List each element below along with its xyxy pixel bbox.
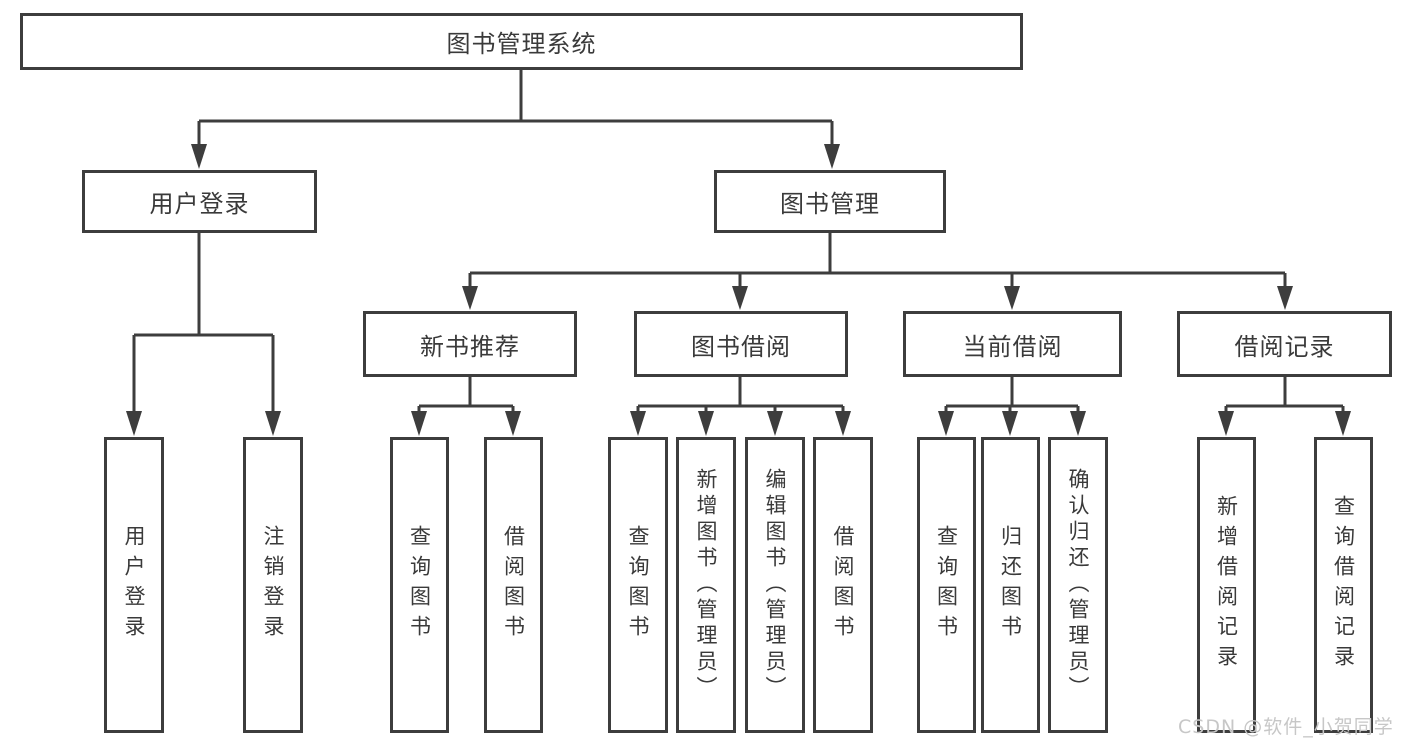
leaf-query-books: 查询图书 [608, 437, 668, 733]
node-current-borrowing: 当前借阅 [903, 311, 1122, 377]
arrowhead-down-icon [126, 411, 142, 436]
leaf-query-borrow-record: 查询借阅记录 [1314, 437, 1373, 733]
csdn-watermark: CSDN @软件_小贺同学 [1178, 716, 1394, 738]
leaf-borrow-books: 借阅图书 [484, 437, 543, 733]
arrowhead-down-icon [732, 286, 748, 310]
leaf-return-books: 归还图书 [981, 437, 1040, 733]
node-label: 新书推荐 [420, 332, 520, 361]
arrowhead-down-icon [630, 411, 646, 436]
node-book-management-module: 图书管理 [714, 170, 946, 233]
node-label: 当前借阅 [962, 332, 1063, 361]
arrowhead-down-icon [265, 411, 281, 436]
arrowhead-down-icon [1335, 411, 1351, 436]
node-new-book-recommend: 新书推荐 [363, 311, 577, 377]
node-label: 图书管理 [780, 190, 880, 218]
arrowhead-down-icon [1070, 411, 1086, 436]
node-label: 图书管理系统 [446, 30, 597, 58]
leaf-confirm-return-admin: 确认归还（管理员） [1048, 437, 1108, 733]
leaf-edit-book-admin: 编辑图书（管理员） [745, 437, 805, 733]
leaf-user-login: 用户登录 [104, 437, 164, 733]
node-user-login-module: 用户登录 [82, 170, 317, 233]
leaf-query-books: 查询图书 [390, 437, 449, 733]
leaf-add-book-admin: 新增图书（管理员） [676, 437, 736, 733]
arrowhead-down-icon [505, 411, 521, 436]
leaf-borrow-books: 借阅图书 [813, 437, 873, 733]
leaf-add-borrow-record: 新增借阅记录 [1197, 437, 1256, 733]
arrowhead-down-icon [411, 411, 427, 436]
node-label: 图书借阅 [691, 332, 791, 361]
node-book-management-system: 图书管理系统 [20, 13, 1023, 70]
arrowhead-down-icon [1002, 411, 1018, 436]
arrowhead-down-icon [1004, 286, 1020, 310]
arrowhead-down-icon [1277, 286, 1293, 310]
arrowhead-down-icon [1218, 411, 1234, 436]
arrowhead-down-icon [767, 411, 783, 436]
node-book-borrowing: 图书借阅 [634, 311, 848, 377]
arrowhead-down-icon [835, 411, 851, 436]
arrowhead-down-icon [462, 286, 478, 310]
leaf-logout: 注销登录 [243, 437, 303, 733]
arrowhead-down-icon [191, 144, 207, 169]
arrowhead-down-icon [938, 411, 954, 436]
arrowhead-down-icon [824, 144, 840, 169]
node-label: 用户登录 [149, 190, 250, 218]
leaf-query-books: 查询图书 [917, 437, 976, 733]
node-borrowing-records: 借阅记录 [1177, 311, 1392, 377]
node-label: 借阅记录 [1234, 332, 1335, 361]
arrowhead-down-icon [698, 411, 714, 436]
